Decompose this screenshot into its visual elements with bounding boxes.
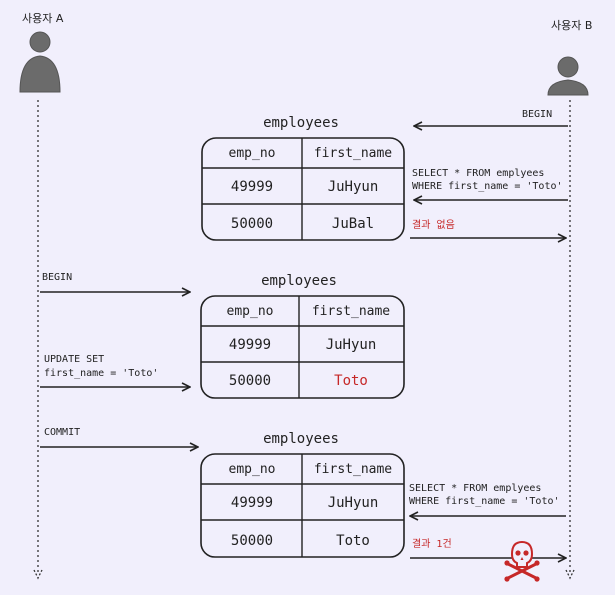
table-3-header-emp-no: emp_no	[229, 462, 276, 477]
b-result-1-label: 결과 없음	[412, 218, 455, 231]
table-2-cell: 50000	[229, 373, 271, 389]
table-1-header-first-name: first_name	[314, 146, 392, 161]
table-3-cell: 50000	[231, 533, 273, 549]
b-select-1-line1: SELECT * FROM emplyees	[412, 168, 544, 179]
table-1-cell: JuBal	[332, 216, 374, 232]
user-a-person-icon	[19, 31, 61, 93]
table-1-title: employees	[263, 115, 339, 131]
a-update-line1: UPDATE SET	[44, 354, 104, 365]
b-select-2-line1: SELECT * FROM emplyees	[409, 483, 541, 494]
table-2: emp_no first_name 49999 JuHyun 50000 Tot…	[200, 295, 405, 399]
table-2-cell: JuHyun	[326, 337, 377, 353]
skull-crossbones-icon	[504, 540, 540, 582]
b-result-2-label: 결과 1건	[412, 538, 452, 550]
user-b-person-icon	[547, 56, 589, 96]
table-2-title: employees	[261, 273, 337, 289]
actor-b-label: 사용자 B	[551, 19, 592, 32]
table-3: emp_no first_name 49999 JuHyun 50000 Tot…	[200, 453, 405, 558]
a-update-line2: first_name = 'Toto'	[44, 368, 158, 379]
table-3-cell: 49999	[231, 495, 273, 511]
table-1: emp_no first_name 49999 JuHyun 50000 JuB…	[201, 137, 405, 241]
table-3-cell: JuHyun	[328, 495, 379, 511]
table-1-cell: 50000	[231, 216, 273, 232]
table-1-header-emp-no: emp_no	[229, 146, 276, 161]
table-3-header-first-name: first_name	[314, 462, 392, 477]
table-1-cell: 49999	[231, 179, 273, 195]
lifeline-a-end	[33, 569, 43, 580]
table-2-cell: 49999	[229, 337, 271, 353]
table-3-cell: Toto	[336, 533, 370, 549]
table-2-header-emp-no: emp_no	[227, 304, 274, 319]
table-2-header-first-name: first_name	[312, 304, 390, 319]
table-2-cell-updated: Toto	[334, 373, 368, 389]
actor-a-label: 사용자 A	[22, 12, 64, 25]
a-begin-label: BEGIN	[42, 272, 72, 283]
b-select-2-line2: WHERE first_name = 'Toto'	[409, 496, 560, 507]
lifeline-b-end	[565, 569, 575, 580]
b-select-1-line2: WHERE first_name = 'Toto'	[412, 181, 563, 192]
table-3-title: employees	[263, 431, 339, 447]
b-begin-label: BEGIN	[522, 109, 552, 120]
table-1-cell: JuHyun	[328, 179, 379, 195]
a-commit-label: COMMIT	[44, 427, 80, 438]
